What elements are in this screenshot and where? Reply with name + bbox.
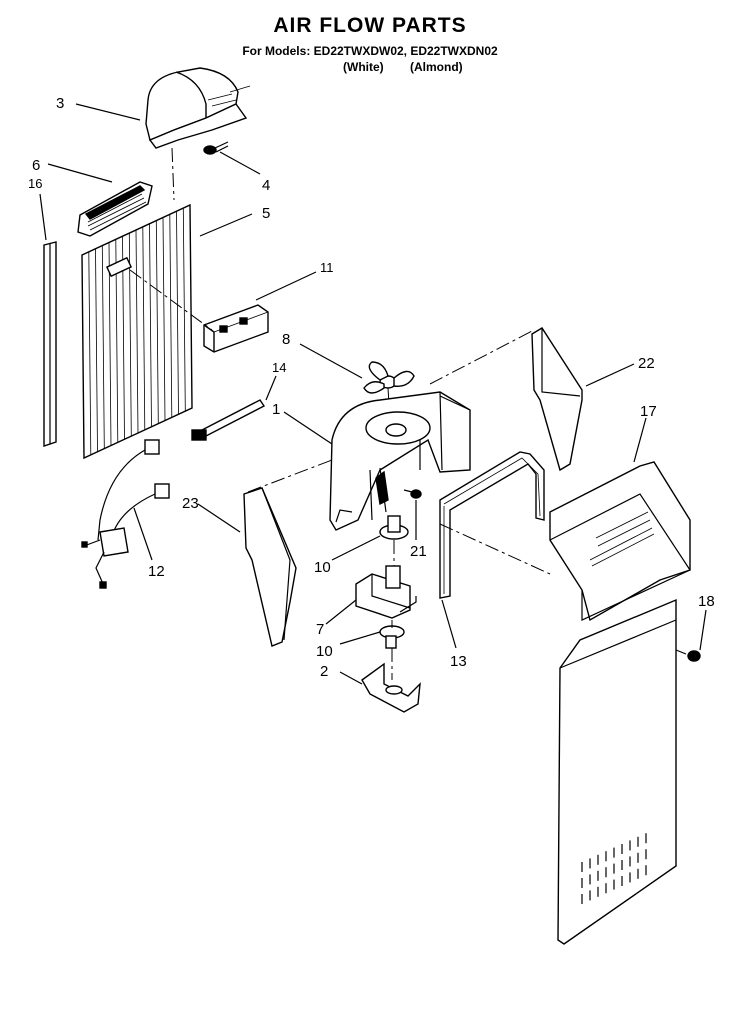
callout-18: 18 [698, 593, 715, 610]
part-5-evaporator-cover [81, 203, 193, 460]
callout-4: 4 [262, 177, 270, 194]
part-22-duct-panel [429, 327, 583, 472]
rear-panel [557, 598, 677, 945]
part-4-screw [203, 141, 229, 155]
callout-numbers: 3 4 6 16 5 11 8 14 1 23 12 10 21 7 10 2 … [28, 95, 715, 680]
part-12-wire-harness [81, 439, 170, 589]
callout-2: 2 [320, 663, 328, 680]
callout-7: 7 [316, 621, 324, 638]
part-8-fan-blade [363, 361, 415, 421]
callout-1: 1 [272, 401, 280, 418]
callout-22: 22 [638, 355, 655, 372]
part-14-heater [191, 399, 266, 441]
callout-16: 16 [28, 176, 42, 191]
callout-23: 23 [182, 495, 199, 512]
callout-14: 14 [272, 360, 286, 375]
callout-10-lower: 10 [316, 643, 333, 660]
page-title: AIR FLOW PARTS [273, 14, 467, 37]
part-18-screw [675, 649, 701, 662]
part-10-grommet-lower [379, 620, 405, 649]
part-21-nut [403, 489, 422, 499]
models-line: For Models: ED22TWXDW02, ED22TWXDN02 [242, 44, 498, 58]
leader-lines [39, 103, 707, 685]
part-10-grommet-upper [379, 515, 409, 566]
callout-11: 11 [320, 260, 334, 275]
callout-21: 21 [410, 543, 427, 560]
color-white-label: (White) [343, 60, 384, 74]
callout-12: 12 [148, 563, 165, 580]
callout-6: 6 [32, 157, 40, 174]
part-11-clip [129, 269, 269, 353]
callout-8: 8 [282, 331, 290, 348]
part-23-duct-panel [243, 459, 333, 647]
part-1-fan-housing [329, 391, 471, 531]
callout-5: 5 [262, 205, 270, 222]
part-13-duct-seal [439, 451, 545, 599]
part-6-grille [77, 181, 153, 237]
part-2-motor-bracket [361, 648, 421, 713]
part-17-air-duct [439, 461, 691, 622]
part-3-duct-cap [145, 67, 251, 201]
callout-10-upper: 10 [314, 559, 331, 576]
part-16-seal-strip [43, 241, 57, 447]
color-almond-label: (Almond) [410, 60, 463, 74]
callout-3: 3 [56, 95, 64, 112]
callout-13: 13 [450, 653, 467, 670]
callout-17: 17 [640, 403, 657, 420]
part-7-fan-motor [355, 565, 417, 619]
